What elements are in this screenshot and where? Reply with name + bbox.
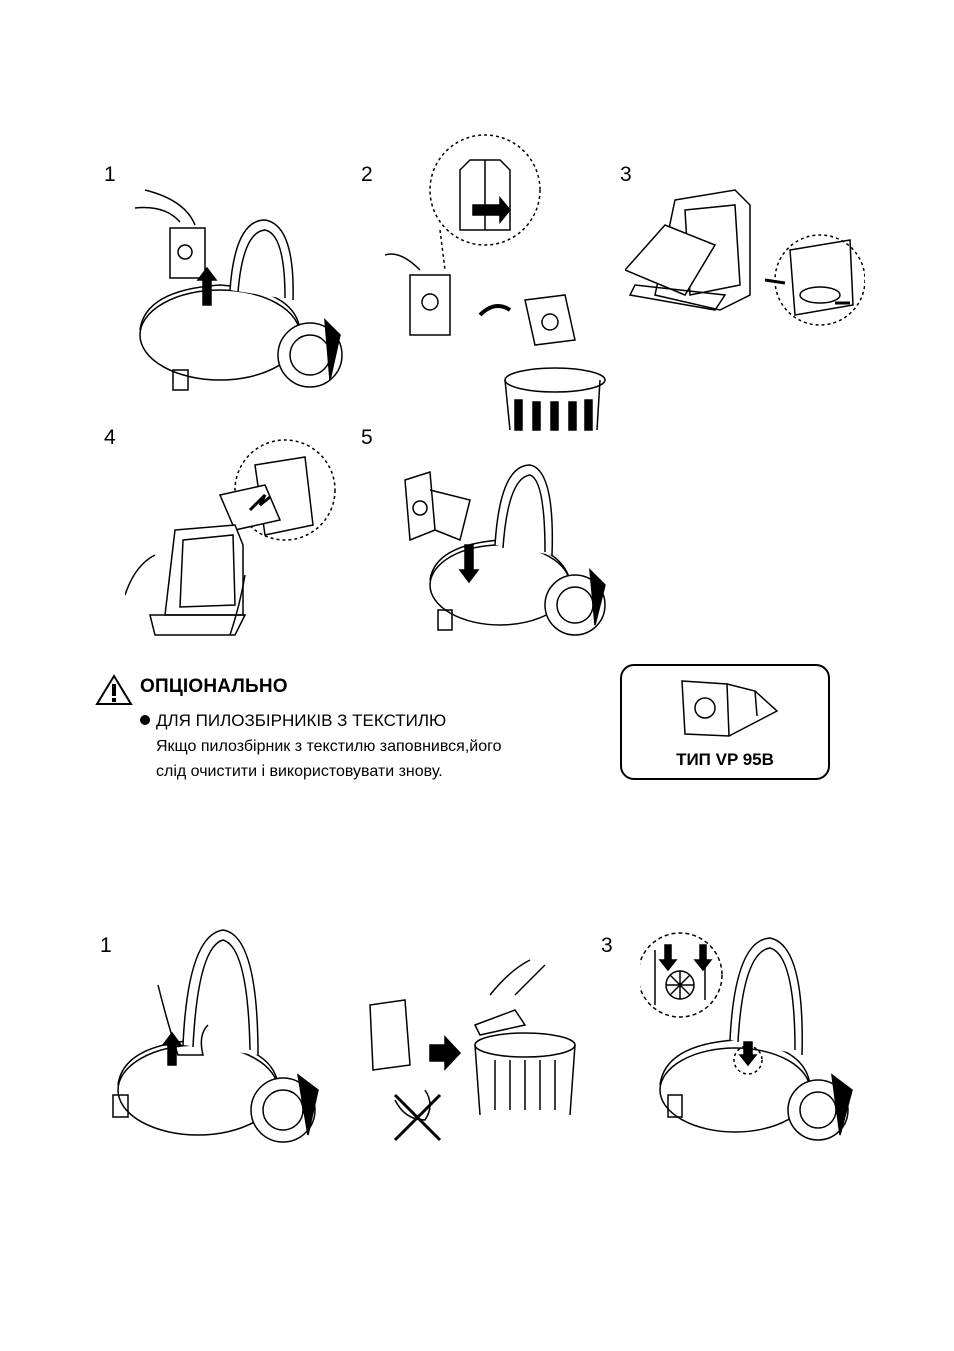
- notice-title: ОПЦІОНАЛЬНО: [140, 676, 288, 698]
- vacuum-bag-install-illustration: [400, 460, 610, 645]
- step-number-5: 5: [361, 426, 373, 450]
- bottom-step-number-3: 3: [601, 934, 613, 958]
- step-number-2: 2: [361, 163, 373, 187]
- filter-install-illustration: [640, 930, 855, 1145]
- bullet-icon: [140, 715, 150, 725]
- notice-line-1: Якщо пилозбірник з текстилю заповнився,й…: [156, 738, 501, 756]
- bag-frame-illustration: [625, 185, 865, 335]
- bag-insert-illustration: [125, 435, 345, 650]
- notice-bullet-text: ДЛЯ ПИЛОЗБІРНИКІВ З ТЕКСТИЛЮ: [156, 711, 446, 730]
- step-number-3: 3: [620, 163, 632, 187]
- vacuum-filter-remove-illustration: [108, 925, 323, 1150]
- bag-type-label: ТИП VP 95B: [622, 750, 828, 770]
- filter-disposal-illustration: [365, 955, 590, 1150]
- bag-removal-illustration: [385, 130, 615, 435]
- bag-type-box: ТИП VP 95B: [620, 664, 830, 780]
- notice-bullet: ДЛЯ ПИЛОЗБІРНИКІВ З ТЕКСТИЛЮ: [140, 711, 446, 731]
- dust-bag-icon: [677, 676, 782, 746]
- warning-icon: [95, 674, 133, 711]
- step-number-4: 4: [104, 426, 116, 450]
- vacuum-open-illustration: [125, 180, 345, 400]
- step-number-1: 1: [104, 163, 116, 187]
- notice-line-2: слід очистити і використовувати знову.: [156, 763, 443, 781]
